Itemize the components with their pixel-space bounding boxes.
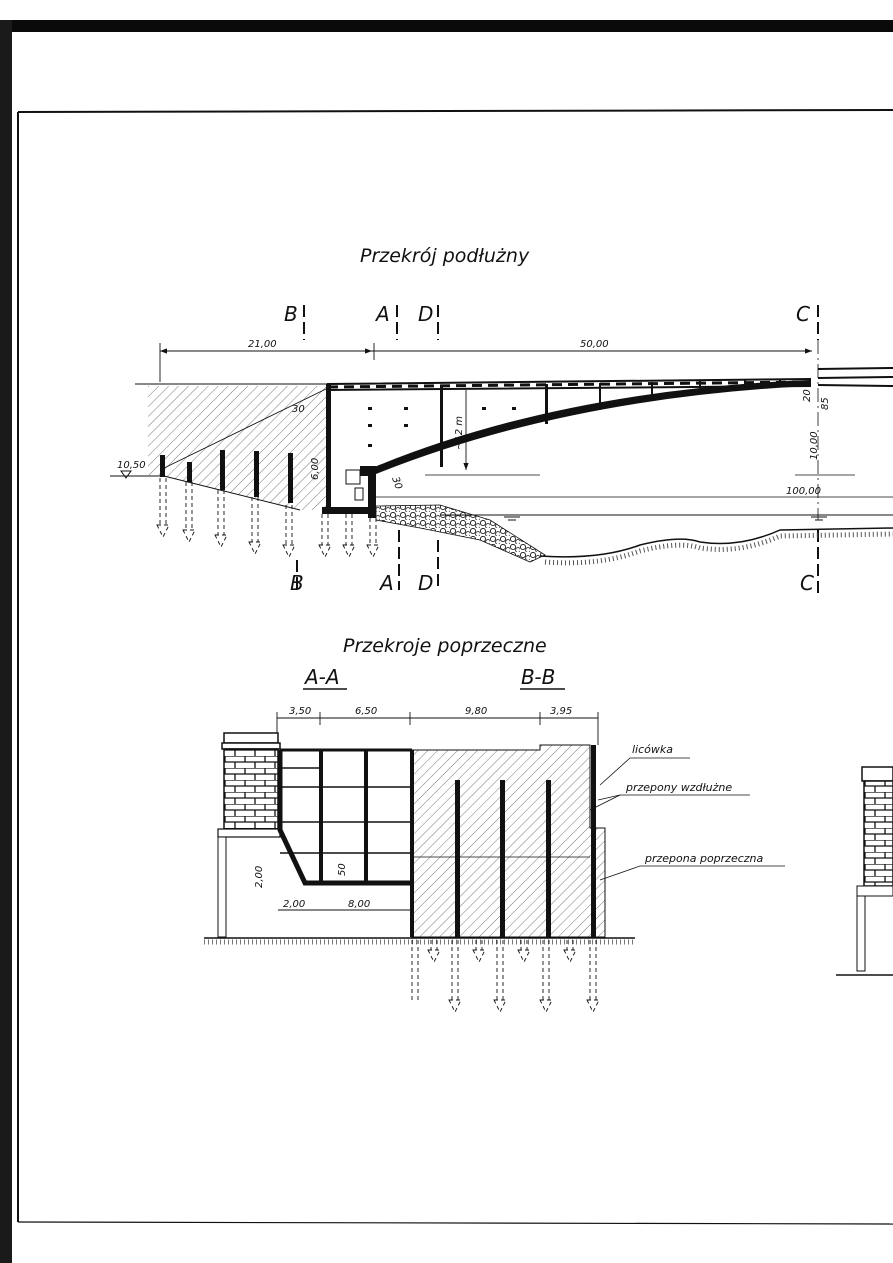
river-bed-hatching [544, 531, 893, 566]
cross-section-bb-label: B-B [521, 665, 555, 689]
section-mark-a-top: A [374, 302, 390, 326]
label-reference-level: 100,00 [786, 486, 821, 497]
dim-deck-thickness: 20 [802, 389, 813, 402]
dim-t1: 50 [337, 863, 348, 876]
water-level-icon [504, 516, 827, 521]
dim-pile-depth: 6,00 [310, 458, 321, 480]
parapet-masonry [217, 732, 281, 938]
dim-wall-thickness: 30 [292, 404, 305, 415]
dim-b2: 8,00 [348, 899, 370, 910]
dim-w2: 6,50 [355, 706, 377, 717]
callout-transverse-diaphragm: przepona poprzeczna [644, 852, 764, 865]
callout-leaders [589, 757, 785, 881]
cross-sections-title: Przekroje poprzeczne [343, 635, 547, 657]
label-ground-level: 10,50 [117, 460, 146, 471]
dim-w3: 9,80 [465, 706, 487, 717]
scan-top-edge [0, 20, 893, 32]
abutment-ribs [160, 450, 293, 503]
level-marker-icon [120, 470, 132, 479]
section-markers-top: B A D C B A D C [284, 302, 819, 595]
section-mark-b-top: B [284, 302, 298, 326]
callout-facing: licówka [632, 743, 673, 756]
section-aa-frame [277, 748, 412, 886]
section-mark-d-bottom: D [418, 571, 433, 595]
dim-b1: 2,00 [283, 899, 305, 910]
arch [372, 380, 810, 474]
riprap [375, 504, 546, 563]
dim-arch-rise: ~12 m [454, 416, 465, 450]
section-bb-fill [411, 744, 606, 938]
longitudinal-section-title: Przekrój podłużny [360, 245, 530, 267]
cross-dimension-line [276, 712, 599, 745]
scan-left-edge [0, 20, 12, 1263]
dim-w1: 3,50 [289, 706, 311, 717]
scan-margin [0, 0, 893, 20]
callout-longitudinal-diaphragms: przepony wzdłużne [625, 781, 732, 794]
abutment-fill [148, 386, 328, 510]
dim-abutment-length: 21,00 [248, 339, 277, 350]
chamber-dots [368, 407, 516, 447]
section-mark-c-top: C [796, 302, 810, 326]
section-mark-a-bottom: A [378, 571, 394, 595]
abutment-chamber [322, 384, 548, 518]
section-mark-c-bottom: C [800, 571, 814, 595]
dim-crown-depth: 85 [820, 397, 831, 410]
cross-section-aa-label: A-A [303, 665, 340, 689]
dim-span: 50,00 [580, 339, 609, 350]
dim-clearance: 10,00 [809, 431, 820, 460]
arch-hangers [599, 380, 781, 410]
dim-w4: 3,95 [550, 706, 572, 717]
piles-cross [411, 940, 600, 1014]
piles-longitudinal [156, 478, 380, 559]
dim-h1: 2,00 [254, 866, 265, 888]
longitudinal-diaphragms [410, 745, 596, 937]
sheet-frame [17, 109, 893, 1225]
river-bed [539, 527, 893, 558]
section-mark-d-top: D [418, 302, 433, 326]
partial-parapet-right [836, 766, 893, 976]
dimension-line-top [159, 343, 812, 382]
dim-arch-thickness: 30 [389, 475, 404, 491]
